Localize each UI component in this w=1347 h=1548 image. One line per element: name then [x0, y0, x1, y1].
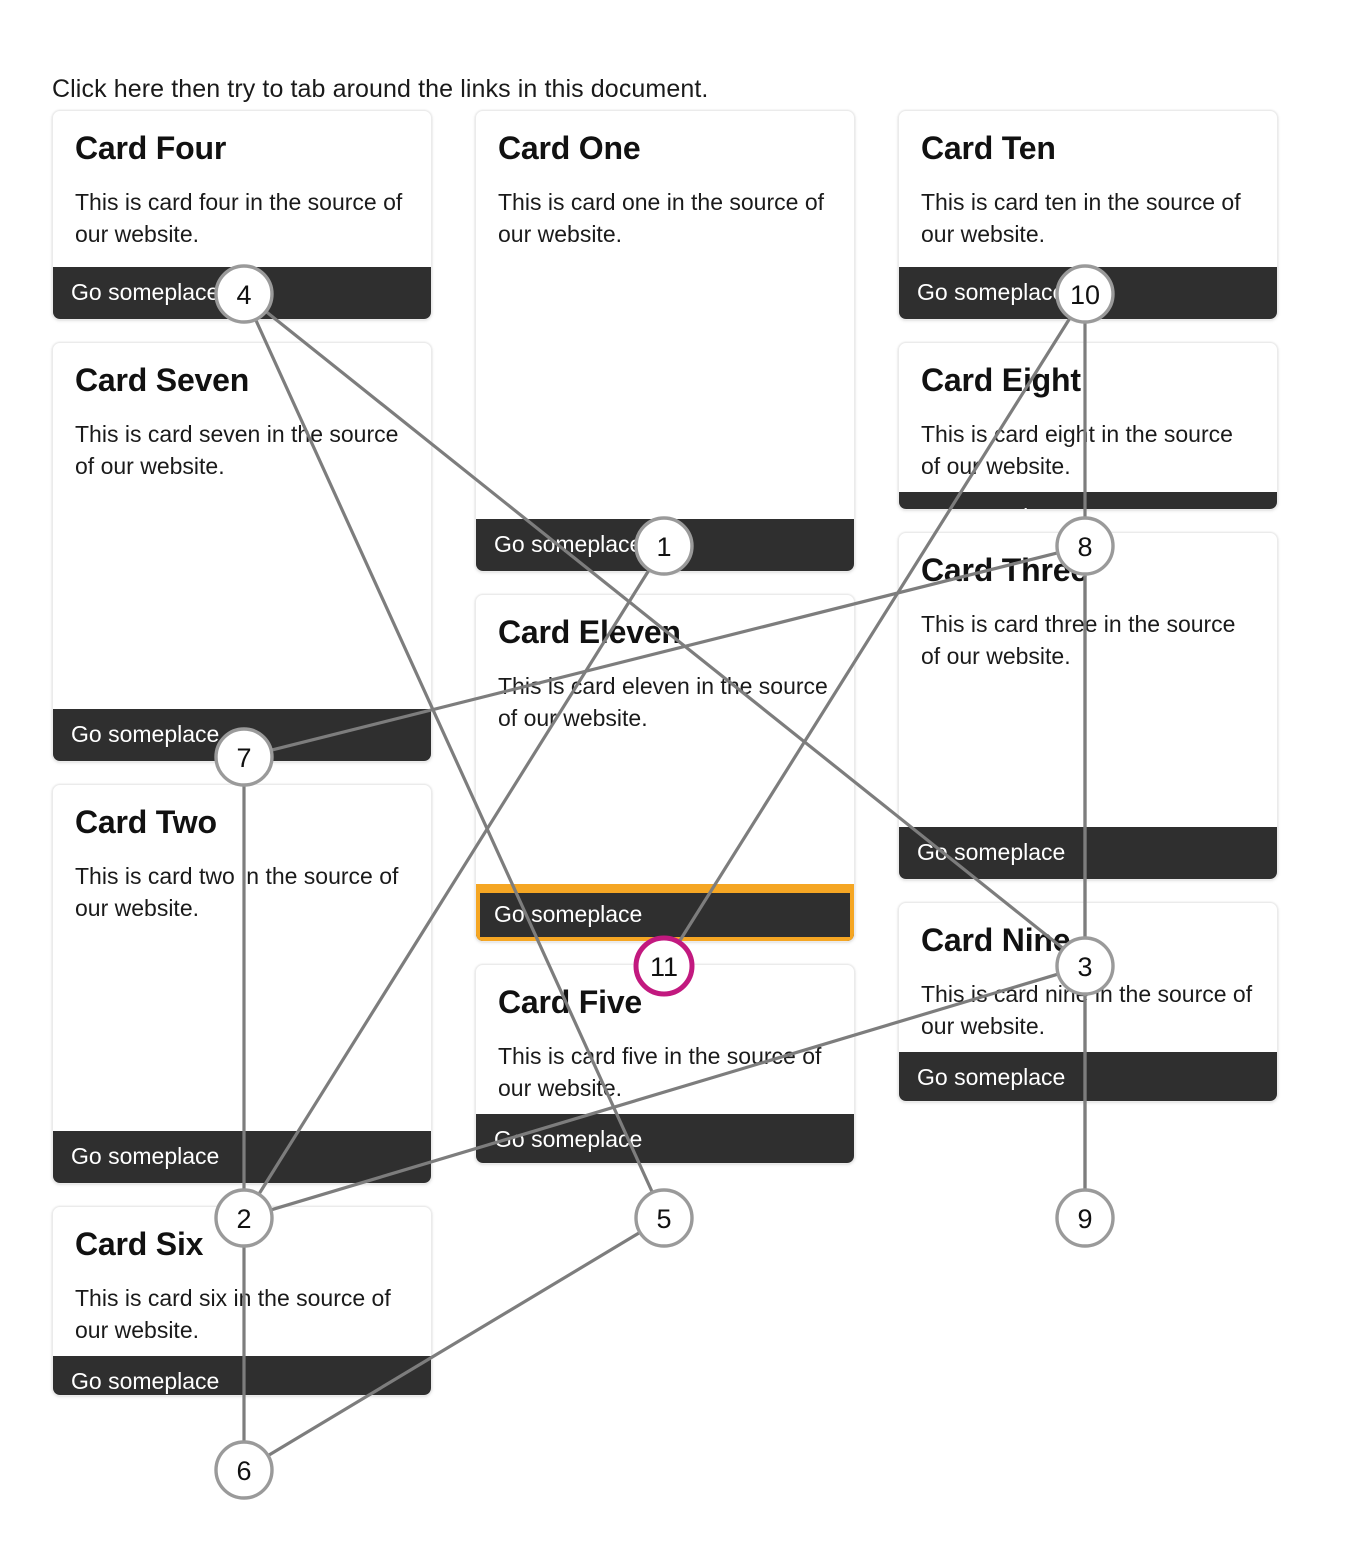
card-five-link[interactable]: Go someplace	[476, 1114, 854, 1163]
tab-marker-label-5: 5	[656, 1204, 671, 1234]
tab-marker-9: 9	[1055, 1188, 1115, 1248]
tab-marker-label-9: 9	[1077, 1204, 1092, 1234]
card-eleven-title: Card Eleven	[498, 614, 681, 650]
card-one-link[interactable]: Go someplace	[476, 519, 854, 571]
card-three-text: This is card three in the source of our …	[921, 610, 1236, 669]
card-ten-title: Card Ten	[921, 130, 1056, 166]
tab-marker-circle-9	[1055, 1188, 1115, 1248]
tab-marker-circle-5	[634, 1188, 694, 1248]
card-eight-link[interactable]: Go someplace	[899, 492, 1277, 509]
tab-marker-label-6: 6	[236, 1456, 251, 1486]
tab-marker-5: 5	[634, 1188, 694, 1248]
tab-marker-6: 6	[214, 1440, 274, 1500]
card-two-link[interactable]: Go someplace	[53, 1131, 431, 1183]
card-eight-title: Card Eight	[921, 362, 1081, 398]
card-five-title: Card Five	[498, 984, 643, 1020]
card-one-title: Card One	[498, 130, 641, 166]
tab-marker-circle-6	[214, 1440, 274, 1500]
card-four-text: This is card four in the source of our w…	[75, 188, 403, 247]
card-nine-link[interactable]: Go someplace	[899, 1052, 1277, 1101]
card-eleven-text: This is card eleven in the source of our…	[498, 672, 828, 731]
card-ten-link[interactable]: Go someplace	[899, 267, 1277, 319]
card-two-text: This is card two in the source of our we…	[75, 862, 399, 921]
card-seven-link[interactable]: Go someplace	[53, 709, 431, 761]
card-four-link[interactable]: Go someplace	[53, 267, 431, 319]
card-three-link[interactable]: Go someplace	[899, 827, 1277, 879]
card-six-link[interactable]: Go someplace	[53, 1356, 431, 1395]
card-six-title: Card Six	[75, 1226, 204, 1262]
card-four-title: Card Four	[75, 130, 227, 166]
card-seven-title: Card Seven	[75, 362, 250, 398]
card-five-text: This is card five in the source of our w…	[498, 1042, 822, 1101]
intro-text: Click here then try to tab around the li…	[52, 75, 709, 103]
card-eight-text: This is card eight in the source of our …	[921, 420, 1233, 479]
card-one-text: This is card one in the source of our we…	[498, 188, 824, 247]
card-ten-text: This is card ten in the source of our we…	[921, 188, 1241, 247]
card-nine-title: Card Nine	[921, 922, 1071, 958]
card-nine-text: This is card nine in the source of our w…	[921, 980, 1253, 1039]
card-three-title: Card Three	[921, 552, 1088, 588]
card-two-title: Card Two	[75, 804, 217, 840]
card-eleven-link[interactable]: Go someplace	[476, 884, 854, 941]
card-six-text: This is card six in the source of our we…	[75, 1284, 391, 1343]
card-seven-text: This is card seven in the source of our …	[75, 420, 399, 479]
